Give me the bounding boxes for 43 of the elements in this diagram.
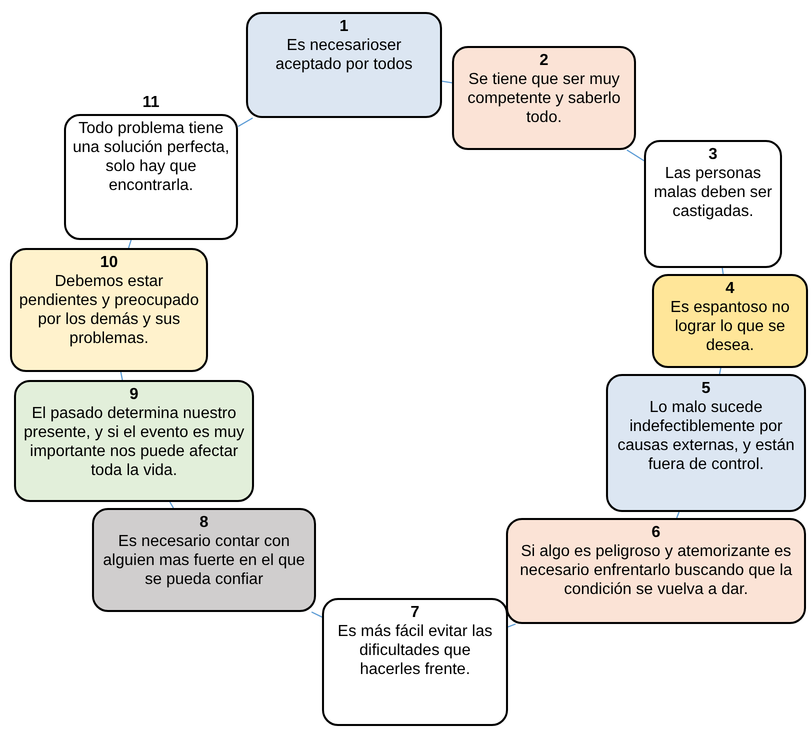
box-number: 3 xyxy=(708,145,718,164)
connector-line xyxy=(120,372,123,380)
connector-line xyxy=(238,117,253,128)
box-text: Debemos estar pendientes y preocupado por los demás y sus problemas. xyxy=(18,272,200,348)
box-number: 4 xyxy=(726,279,734,298)
rounded-box xyxy=(452,46,636,150)
box-text: Es espantoso no lograr lo que se desea. xyxy=(669,298,791,355)
connector-line xyxy=(442,80,452,84)
box-text: Si algo es peligroso y atemorizante es necesario enfrentarlo buscando que la condición se vuelva a dar. xyxy=(518,542,794,599)
connector-line xyxy=(676,512,680,518)
connector-line xyxy=(169,502,174,508)
rounded-box xyxy=(606,374,806,512)
box-text: Es necesario contar con alguien mas fuerte en el que se pueda confiar xyxy=(102,532,306,589)
connector-line xyxy=(718,368,722,374)
rounded-box xyxy=(10,248,208,372)
rounded-box xyxy=(322,598,508,726)
rounded-box xyxy=(652,274,808,368)
box-number: 5 xyxy=(702,379,710,398)
connector-line xyxy=(626,150,644,162)
box-number: 8 xyxy=(200,513,208,532)
box-number: 6 xyxy=(652,523,660,542)
box-text: Todo problema tiene una solución perfecta, solo hay que encontrarla. xyxy=(72,119,230,195)
rounded-box xyxy=(644,140,782,268)
box-text: Lo malo sucede indefectiblemente por causas externas, y están fuera de control. xyxy=(616,398,796,474)
box-text: Se tiene que ser muy competente y saberlo todo. xyxy=(466,70,622,127)
box-text: Es más fácil evitar las dificultades que hacerles frente. xyxy=(336,622,494,679)
box-number: 2 xyxy=(540,51,548,70)
connector-line xyxy=(508,623,516,628)
box-number: 10 xyxy=(100,253,118,272)
rounded-box xyxy=(246,12,442,118)
box-text: Las personas malas deben ser castigadas. xyxy=(652,164,774,221)
connector-line xyxy=(311,611,322,618)
connector-line xyxy=(128,240,132,248)
box-number: 11 xyxy=(142,93,160,112)
box-number: 1 xyxy=(340,17,348,36)
connector-line xyxy=(722,268,724,274)
box-number: 9 xyxy=(130,385,138,404)
rounded-box xyxy=(14,380,254,502)
box-text: Es necesarioser aceptado por todos xyxy=(274,36,414,74)
box-text: El pasado determina nuestro presente, y si el evento es muy importante nos puede afectar toda la vida. xyxy=(22,404,246,480)
box-number: 7 xyxy=(410,603,420,622)
rounded-box xyxy=(506,518,806,624)
rounded-box xyxy=(92,508,316,612)
